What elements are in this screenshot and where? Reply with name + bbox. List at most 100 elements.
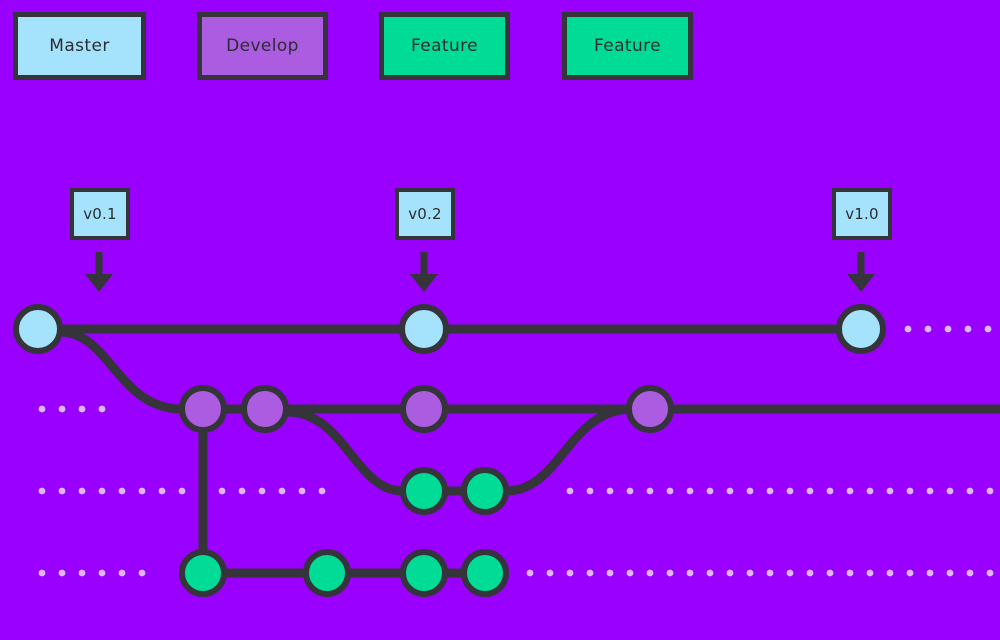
dotted-line-dot bbox=[786, 569, 794, 577]
commit-node-master[interactable] bbox=[836, 304, 886, 354]
commit-node-circle[interactable] bbox=[461, 467, 509, 515]
dotted-line-dot bbox=[726, 569, 734, 577]
tag-arrow-head bbox=[410, 274, 438, 292]
dotted-line-dot bbox=[78, 487, 86, 495]
legend-item-feature-3[interactable]: Feature bbox=[562, 12, 693, 80]
legend-item-master-0[interactable]: Master bbox=[13, 12, 146, 80]
commit-node-circle[interactable] bbox=[241, 385, 289, 433]
commit-node-feature-2[interactable] bbox=[303, 549, 351, 597]
branch-lines-layer bbox=[38, 324, 1000, 578]
commit-node-feature-2[interactable] bbox=[461, 549, 509, 597]
commit-node-develop[interactable] bbox=[626, 385, 674, 433]
commit-node-develop[interactable] bbox=[241, 385, 289, 433]
dotted-line-dot bbox=[318, 487, 326, 495]
dotted-line-dot bbox=[58, 487, 66, 495]
dotted-line-dot bbox=[904, 325, 912, 333]
dotted-line-dot bbox=[98, 569, 106, 577]
commit-node-circle[interactable] bbox=[400, 385, 448, 433]
dotted-line-dot bbox=[38, 487, 46, 495]
dotted-line-dot bbox=[38, 569, 46, 577]
dotted-line-dot bbox=[606, 487, 614, 495]
version-tag-v0-1[interactable]: v0.1 bbox=[70, 188, 130, 240]
dotted-line-dot bbox=[926, 487, 934, 495]
legend-item-label: Master bbox=[49, 36, 110, 56]
commit-node-feature-1[interactable] bbox=[400, 467, 448, 515]
dotted-line-dot bbox=[966, 569, 974, 577]
dotted-line-dot bbox=[924, 325, 932, 333]
dotted-line-dot bbox=[98, 405, 106, 413]
legend-item-develop-1[interactable]: Develop bbox=[197, 12, 328, 80]
commit-node-circle[interactable] bbox=[179, 385, 227, 433]
dotted-line-dot bbox=[826, 569, 834, 577]
tag-arrow bbox=[847, 252, 875, 292]
commit-node-feature-2[interactable] bbox=[400, 549, 448, 597]
legend-item-label: Feature bbox=[410, 36, 479, 56]
dotted-line-dot bbox=[906, 487, 914, 495]
legend-item-feature-2[interactable]: Feature bbox=[379, 12, 510, 80]
dotted-line-dot bbox=[686, 487, 694, 495]
dotted-line-dot bbox=[298, 487, 306, 495]
dotted-line-dot bbox=[178, 487, 186, 495]
commit-node-circle[interactable] bbox=[836, 304, 886, 354]
dotted-line-dot bbox=[806, 487, 814, 495]
feature1-left-dots bbox=[38, 487, 326, 495]
feature1-right-dots bbox=[566, 487, 994, 495]
tag-arrow-head bbox=[847, 274, 875, 292]
dotted-line-dot bbox=[546, 569, 554, 577]
commit-node-feature-2[interactable] bbox=[179, 549, 227, 597]
commit-node-circle[interactable] bbox=[303, 549, 351, 597]
dotted-line-dot bbox=[646, 569, 654, 577]
commit-node-circle[interactable] bbox=[400, 467, 448, 515]
version-tag-label: v0.2 bbox=[408, 205, 442, 223]
dotted-line-dot bbox=[886, 487, 894, 495]
commit-node-circle[interactable] bbox=[461, 549, 509, 597]
dotted-line-dot bbox=[586, 569, 594, 577]
dotted-line-dot bbox=[846, 569, 854, 577]
dotted-line-dot bbox=[118, 487, 126, 495]
version-tag-v1-0[interactable]: v1.0 bbox=[832, 188, 892, 240]
branch-develop-to-feature1 bbox=[282, 407, 408, 496]
commit-node-master[interactable] bbox=[399, 304, 449, 354]
dotted-line-dot bbox=[686, 569, 694, 577]
commit-node-feature-1[interactable] bbox=[461, 467, 509, 515]
feature2-right-dots bbox=[526, 569, 994, 577]
branch-master-to-develop bbox=[55, 327, 187, 414]
version-tag-v0-2[interactable]: v0.2 bbox=[395, 188, 455, 240]
merge-feature1-to-develop bbox=[501, 404, 634, 496]
dotted-line-dot bbox=[98, 487, 106, 495]
dotted-line-dot bbox=[566, 487, 574, 495]
dotted-line-dot bbox=[566, 569, 574, 577]
dotted-line-dot bbox=[666, 569, 674, 577]
dotted-line-dot bbox=[746, 569, 754, 577]
dotted-line-dot bbox=[58, 405, 66, 413]
dotted-lines-layer bbox=[38, 325, 994, 577]
commit-node-circle[interactable] bbox=[13, 304, 63, 354]
commit-node-develop[interactable] bbox=[179, 385, 227, 433]
dotted-line-dot bbox=[906, 569, 914, 577]
dotted-line-dot bbox=[966, 487, 974, 495]
commit-node-circle[interactable] bbox=[179, 549, 227, 597]
dotted-line-dot bbox=[526, 569, 534, 577]
dotted-line-dot bbox=[946, 569, 954, 577]
dotted-line-dot bbox=[984, 325, 992, 333]
tag-arrows-layer bbox=[85, 252, 875, 292]
commit-node-master[interactable] bbox=[13, 304, 63, 354]
dotted-line-dot bbox=[78, 405, 86, 413]
commit-node-circle[interactable] bbox=[399, 304, 449, 354]
dotted-line-dot bbox=[826, 487, 834, 495]
dotted-line-dot bbox=[38, 405, 46, 413]
dotted-line-dot bbox=[278, 487, 286, 495]
commit-node-circle[interactable] bbox=[626, 385, 674, 433]
dotted-line-dot bbox=[626, 569, 634, 577]
commit-node-develop[interactable] bbox=[400, 385, 448, 433]
dotted-line-dot bbox=[726, 487, 734, 495]
dotted-line-dot bbox=[706, 569, 714, 577]
commit-nodes-layer bbox=[13, 304, 886, 597]
dotted-line-dot bbox=[646, 487, 654, 495]
commit-node-circle[interactable] bbox=[400, 549, 448, 597]
dotted-line-dot bbox=[926, 569, 934, 577]
feature2-left-dots bbox=[38, 569, 146, 577]
tag-arrow-head bbox=[85, 274, 113, 292]
